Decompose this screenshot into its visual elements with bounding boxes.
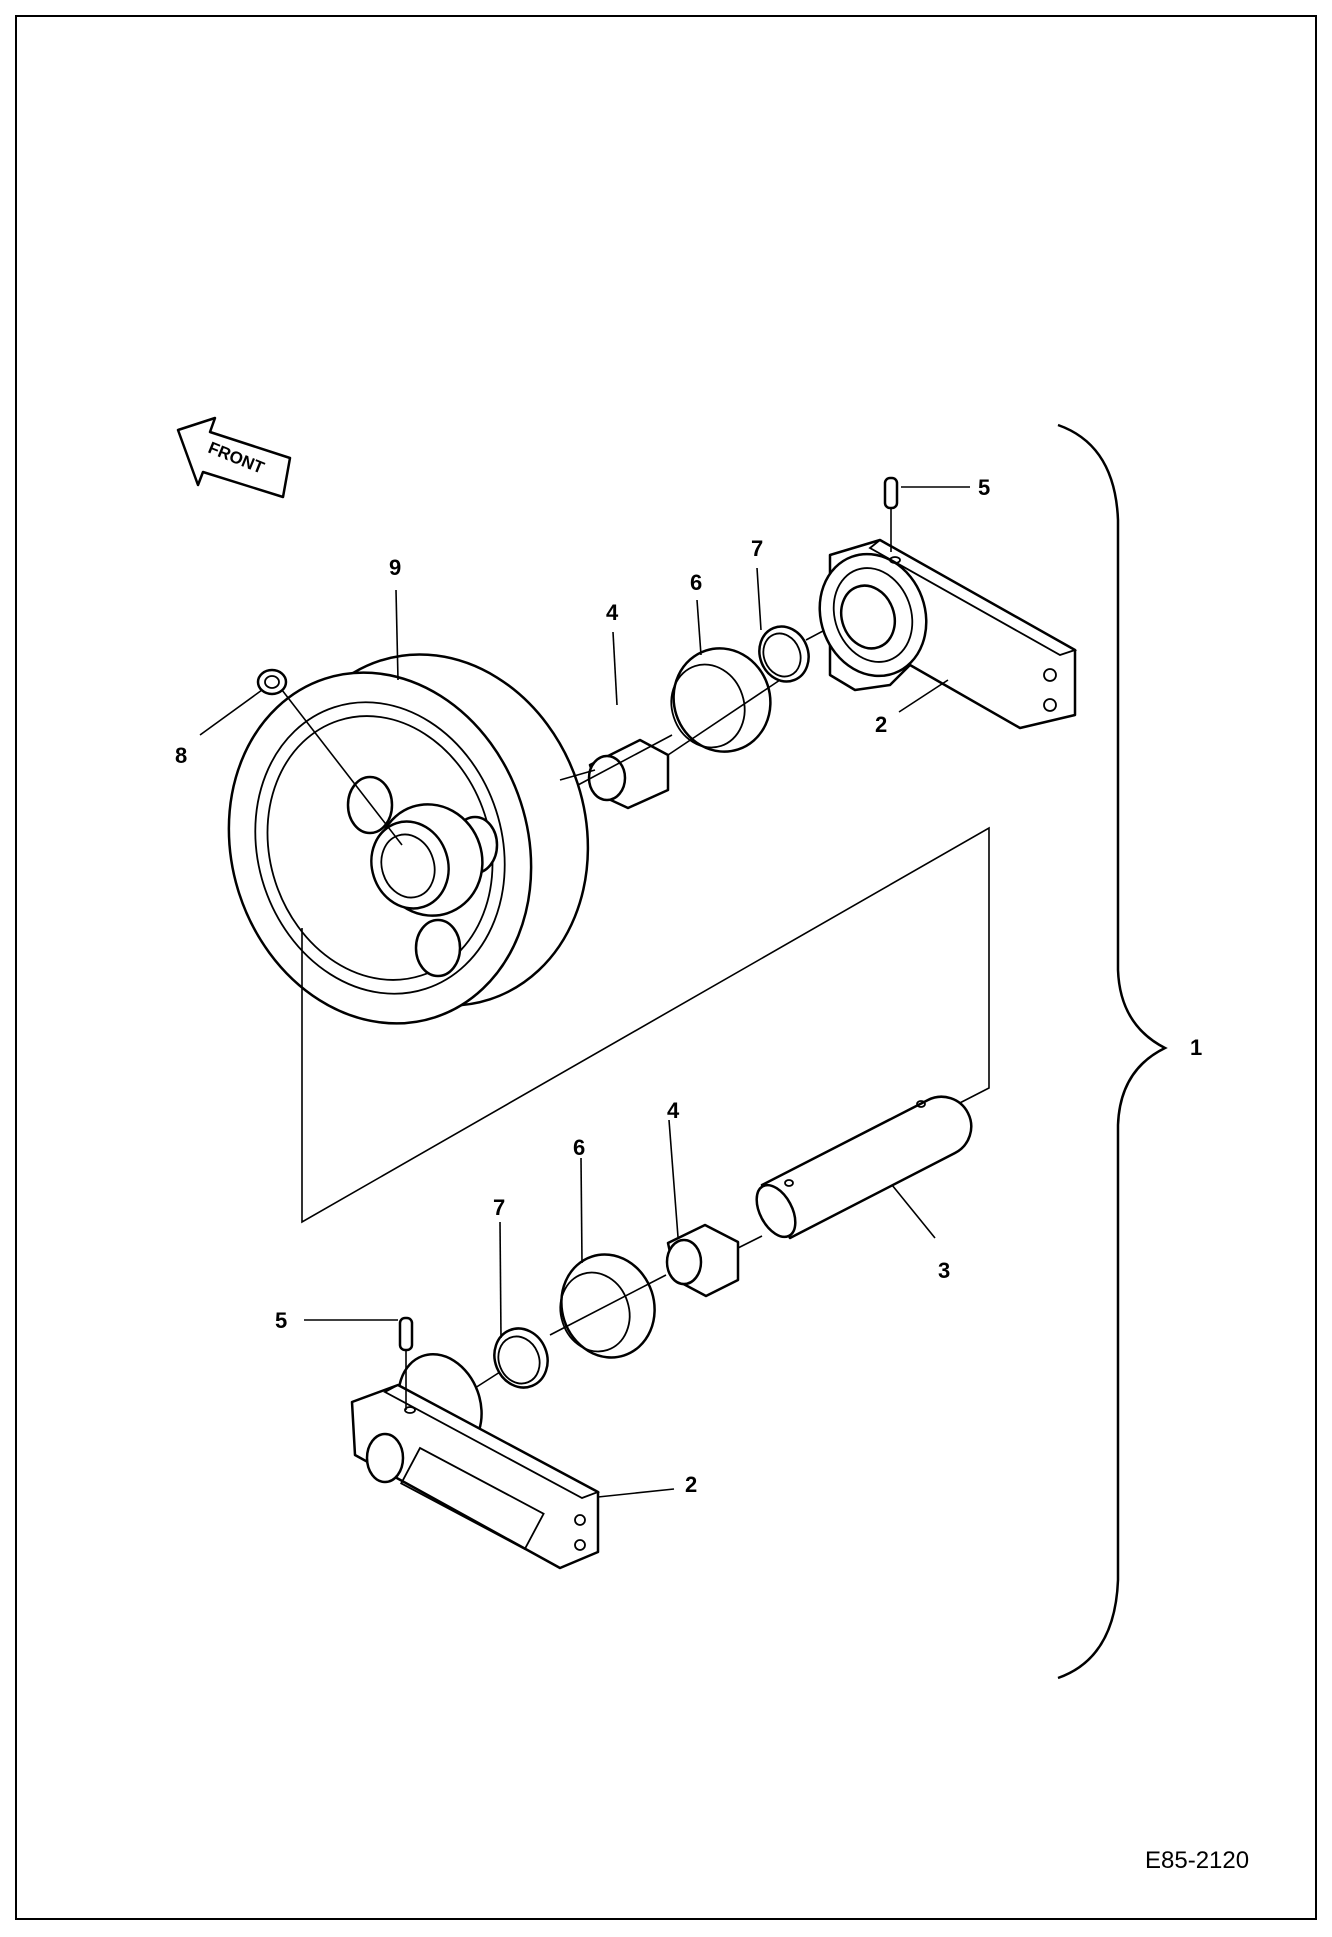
callout-9: 9 <box>389 555 401 580</box>
plug <box>256 668 403 846</box>
callout-6-bottom: 6 <box>573 1135 585 1160</box>
drawing-number: E85-2120 <box>1145 1847 1249 1874</box>
idler-wheel <box>227 653 590 1025</box>
o-ring-bottom <box>474 1327 549 1389</box>
shaft <box>755 1095 973 1240</box>
callout-5-bottom: 5 <box>275 1308 287 1333</box>
pin-top <box>883 476 970 552</box>
callout-7-bottom: 7 <box>493 1195 505 1220</box>
front-arrow: FRONT <box>176 416 292 499</box>
pin-bottom <box>304 1316 414 1410</box>
seal-bottom <box>549 1253 667 1359</box>
bracket-top <box>818 538 1078 730</box>
callout-8: 8 <box>175 743 187 768</box>
callout-leaders <box>199 567 949 1498</box>
bracket-bottom <box>350 1353 601 1570</box>
callout-4-bottom: 4 <box>667 1098 680 1123</box>
assembly-brace <box>1057 423 1168 1680</box>
callout-5-top: 5 <box>978 475 990 500</box>
callout-2-bottom: 2 <box>685 1472 697 1497</box>
seal-top <box>667 647 781 756</box>
callout-6-top: 6 <box>690 570 702 595</box>
explosion-lines <box>301 734 990 1224</box>
bushing-bottom <box>665 1223 763 1298</box>
callout-2-top: 2 <box>875 712 887 737</box>
bushing-top <box>559 738 670 810</box>
callout-4-top: 4 <box>606 600 619 625</box>
drawing-frame <box>15 15 1317 1920</box>
callout-3: 3 <box>938 1258 950 1283</box>
callout-7-top: 7 <box>751 536 763 561</box>
callout-1: 1 <box>1190 1035 1202 1060</box>
